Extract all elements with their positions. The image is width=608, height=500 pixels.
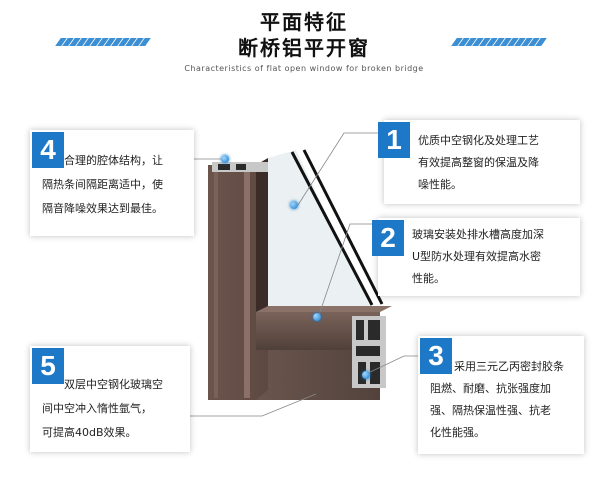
feature-box-2: 2 玻璃安装处排水槽高度加深 U型防水处理有效提高水密 性能。 xyxy=(372,218,580,296)
feature-number-2: 2 xyxy=(372,220,404,256)
feature-3-line-2: 阻燃、耐磨、抗张强度加 xyxy=(430,382,551,395)
feature-number-3: 3 xyxy=(420,338,452,374)
feature-box-1: 1 优质中空钢化及处理工艺 有效提高整窗的保温及降 噪性能。 xyxy=(378,120,580,204)
feature-1-line-2: 有效提高整窗的保温及降 xyxy=(418,156,539,169)
feature-5-line-1: 双层中空钢化玻璃空 xyxy=(64,378,163,391)
feature-1-line-1: 优质中空钢化及处理工艺 xyxy=(418,134,539,147)
feature-2-line-3: 性能。 xyxy=(412,272,445,285)
feature-number-5: 5 xyxy=(32,348,64,384)
feature-3-line-1: 采用三元乙丙密封胶条 xyxy=(454,360,564,373)
feature-box-5: 5 双层中空钢化玻璃空 间中空冲入惰性氩气， 可提高40dB效果。 xyxy=(30,346,190,452)
feature-box-3: 3 采用三元乙丙密封胶条 阻燃、耐磨、抗张强度加 强、隔热保温性强、抗老 化性能… xyxy=(418,336,584,454)
feature-3-line-3: 强、隔热保温性强、抗老 xyxy=(430,404,551,417)
feature-2-line-2: U型防水处理有效提高水密 xyxy=(412,250,542,263)
callout-dot-3 xyxy=(362,371,370,379)
feature-3-line-4: 化性能强。 xyxy=(430,426,485,439)
feature-box-4: 4 合理的腔体结构，让 隔热条间隔距离适中，使 隔音降噪效果达到最佳。 xyxy=(30,130,194,236)
feature-5-line-2: 间中空冲入惰性氩气， xyxy=(42,402,152,415)
callout-dot-1 xyxy=(290,201,298,209)
feature-2-line-1: 玻璃安装处排水槽高度加深 xyxy=(412,228,544,241)
subtitle: Characteristics of flat open window for … xyxy=(184,64,424,73)
feature-4-line-3: 隔音降噪效果达到最佳。 xyxy=(42,202,163,215)
feature-4-line-2: 隔热条间隔距离适中，使 xyxy=(42,178,163,191)
feature-number-4: 4 xyxy=(32,132,64,168)
feature-4-line-1: 合理的腔体结构，让 xyxy=(64,154,163,167)
feature-number-1: 1 xyxy=(378,122,410,158)
callout-dot-5 xyxy=(313,313,321,321)
title-line2: 断桥铝平开窗 xyxy=(238,36,370,60)
callout-dot-4 xyxy=(221,155,229,163)
feature-5-line-3: 可提高40dB效果。 xyxy=(42,426,137,439)
title-line1: 平面特征 xyxy=(260,10,348,34)
feature-1-line-3: 噪性能。 xyxy=(418,178,462,191)
